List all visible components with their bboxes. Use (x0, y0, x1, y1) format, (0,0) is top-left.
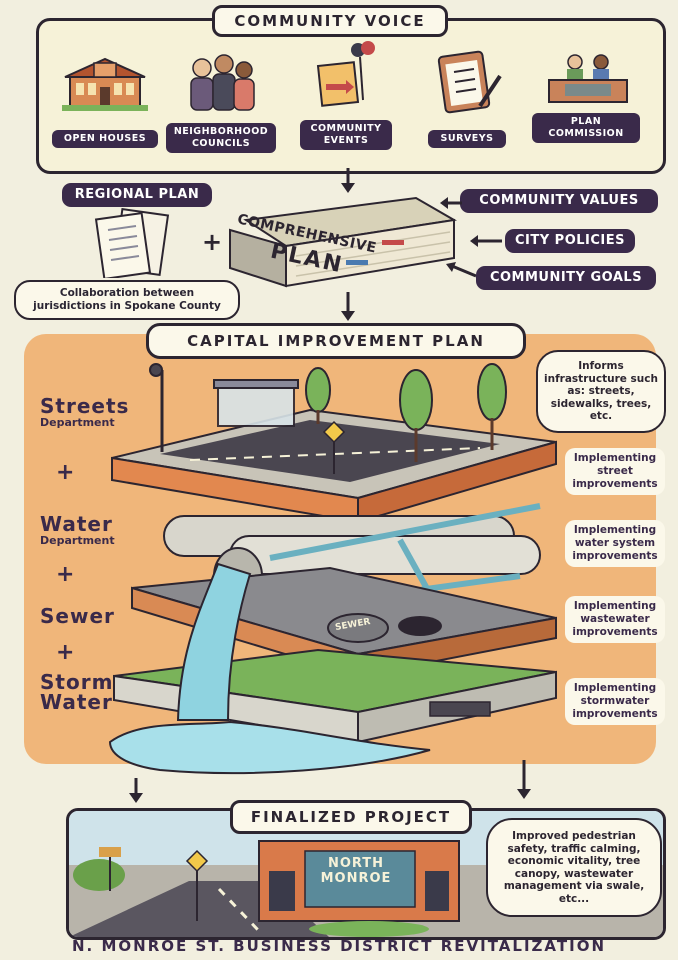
voice-item-neighborhood-councils: NEIGHBORHOOD COUNCILS (166, 123, 276, 153)
clipboard-icon (436, 48, 506, 116)
dept-plus: + (56, 562, 74, 587)
arrow-left-icon (446, 262, 476, 282)
plus-sign: + (202, 228, 222, 256)
voice-item-open-houses: OPEN HOUSES (52, 130, 158, 148)
impl-sewer-note: Implementing wastewater improvements (565, 596, 665, 643)
impl-stormwater-note: Implementing stormwater improvements (565, 678, 665, 725)
input-city-policies: CITY POLICIES (505, 229, 635, 253)
impl-water-note: Implementing water system improvements (565, 520, 665, 567)
arrow-down-icon (128, 778, 144, 804)
regional-plan-label: REGIONAL PLAN (62, 183, 212, 207)
arrow-down-icon (516, 760, 532, 800)
finalized-project-description: Improved pedestrian safety, traffic calm… (486, 818, 662, 917)
voice-item-community-events: COMMUNITY EVENTS (300, 120, 392, 150)
dept-plus: + (56, 640, 74, 665)
finalized-project-title: FINALIZED PROJECT (230, 800, 472, 834)
town-hall-icon (60, 55, 150, 115)
community-voice-title: COMMUNITY VOICE (212, 5, 448, 37)
event-sign-icon (308, 40, 388, 112)
commission-desk-icon (545, 50, 631, 108)
mural-text: NORTH MONROE (306, 856, 406, 886)
dept-plus: + (56, 460, 74, 485)
voice-item-plan-commission: PLAN COMMISSION (532, 113, 640, 143)
input-community-goals: COMMUNITY GOALS (476, 266, 656, 290)
arrow-left-icon (470, 234, 502, 248)
people-group-icon (182, 52, 262, 118)
infrastructure-layers-illustration (100, 350, 560, 780)
document-stack-icon (92, 208, 182, 278)
footer-title: N. MONROE ST. BUSINESS DISTRICT REVITALI… (0, 937, 678, 955)
input-community-values: COMMUNITY VALUES (460, 189, 658, 213)
voice-item-surveys: SURVEYS (428, 130, 506, 148)
impl-streets-note: Implementing street improvements (565, 448, 665, 495)
collaboration-note: Collaboration between jurisdictions in S… (14, 280, 240, 320)
arrow-left-icon (440, 196, 462, 210)
arrow-down-icon (340, 292, 356, 322)
